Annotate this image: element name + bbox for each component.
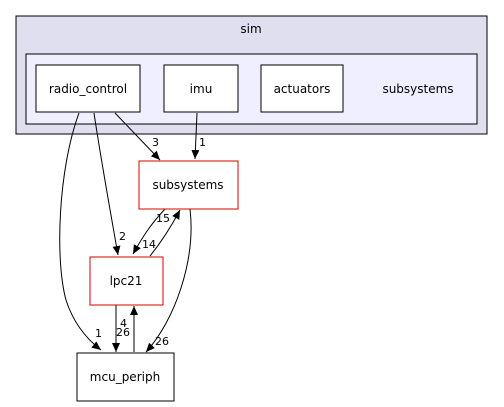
edge-lpc21-to-subsystems[interactable] — [149, 209, 181, 257]
node-actuators-box — [260, 64, 344, 113]
node-mcu-periph[interactable]: mcu_periph — [76, 352, 175, 402]
cluster-subsystems-label: subsystems — [382, 82, 453, 96]
node-subsystems[interactable]: subsystems — [138, 160, 239, 210]
edge-radio-control-to-mcu-periph[interactable] — [59, 112, 102, 351]
edge-label-radio-control-subsystems: 3 — [152, 136, 159, 149]
node-subsystems-label: subsystems — [152, 178, 223, 192]
node-subsystems-box — [138, 160, 239, 210]
edge-label-mcu-periph-lpc21: 4 — [120, 317, 127, 330]
node-lpc21[interactable]: lpc21 — [89, 256, 164, 306]
edge-label-subsystems-mcu-periph: 26 — [155, 335, 169, 348]
cluster-sim-label: sim — [240, 22, 261, 36]
edge-label-lpc21-mcu-periph: 26 — [116, 326, 130, 339]
edge-labels: 3 1 2 1 14 15 26 4 26 — [95, 136, 206, 348]
node-radio-control-label: radio_control — [49, 82, 127, 96]
node-mcu-periph-label: mcu_periph — [90, 370, 160, 384]
node-radio-control-box — [35, 64, 141, 113]
edges — [59, 112, 200, 353]
node-imu-box — [163, 64, 239, 113]
edge-label-lpc21-subsystems: 15 — [156, 212, 170, 225]
node-imu-label: imu — [190, 82, 213, 96]
node-radio-control[interactable]: radio_control — [35, 64, 141, 113]
edge-label-subsystems-lpc21: 14 — [142, 238, 156, 251]
edge-label-imu-subsystems: 1 — [199, 136, 206, 149]
node-imu[interactable]: imu — [163, 64, 239, 113]
node-lpc21-label: lpc21 — [110, 274, 143, 288]
edge-radio-control-to-subsystems[interactable] — [114, 112, 161, 161]
node-mcu-periph-box — [76, 352, 175, 402]
edge-imu-to-subsystems[interactable] — [191, 112, 200, 160]
edge-label-radio-control-mcu-periph: 1 — [95, 327, 102, 340]
node-actuators[interactable]: actuators — [260, 64, 344, 113]
node-actuators-label: actuators — [274, 82, 331, 96]
node-lpc21-box — [89, 256, 164, 306]
edge-label-radio-control-lpc21: 2 — [119, 230, 126, 243]
edge-subsystems-to-mcu-periph[interactable] — [145, 208, 192, 353]
edge-radio-control-to-lpc21[interactable] — [93, 112, 121, 256]
edge-subsystems-to-lpc21[interactable] — [132, 208, 166, 255]
